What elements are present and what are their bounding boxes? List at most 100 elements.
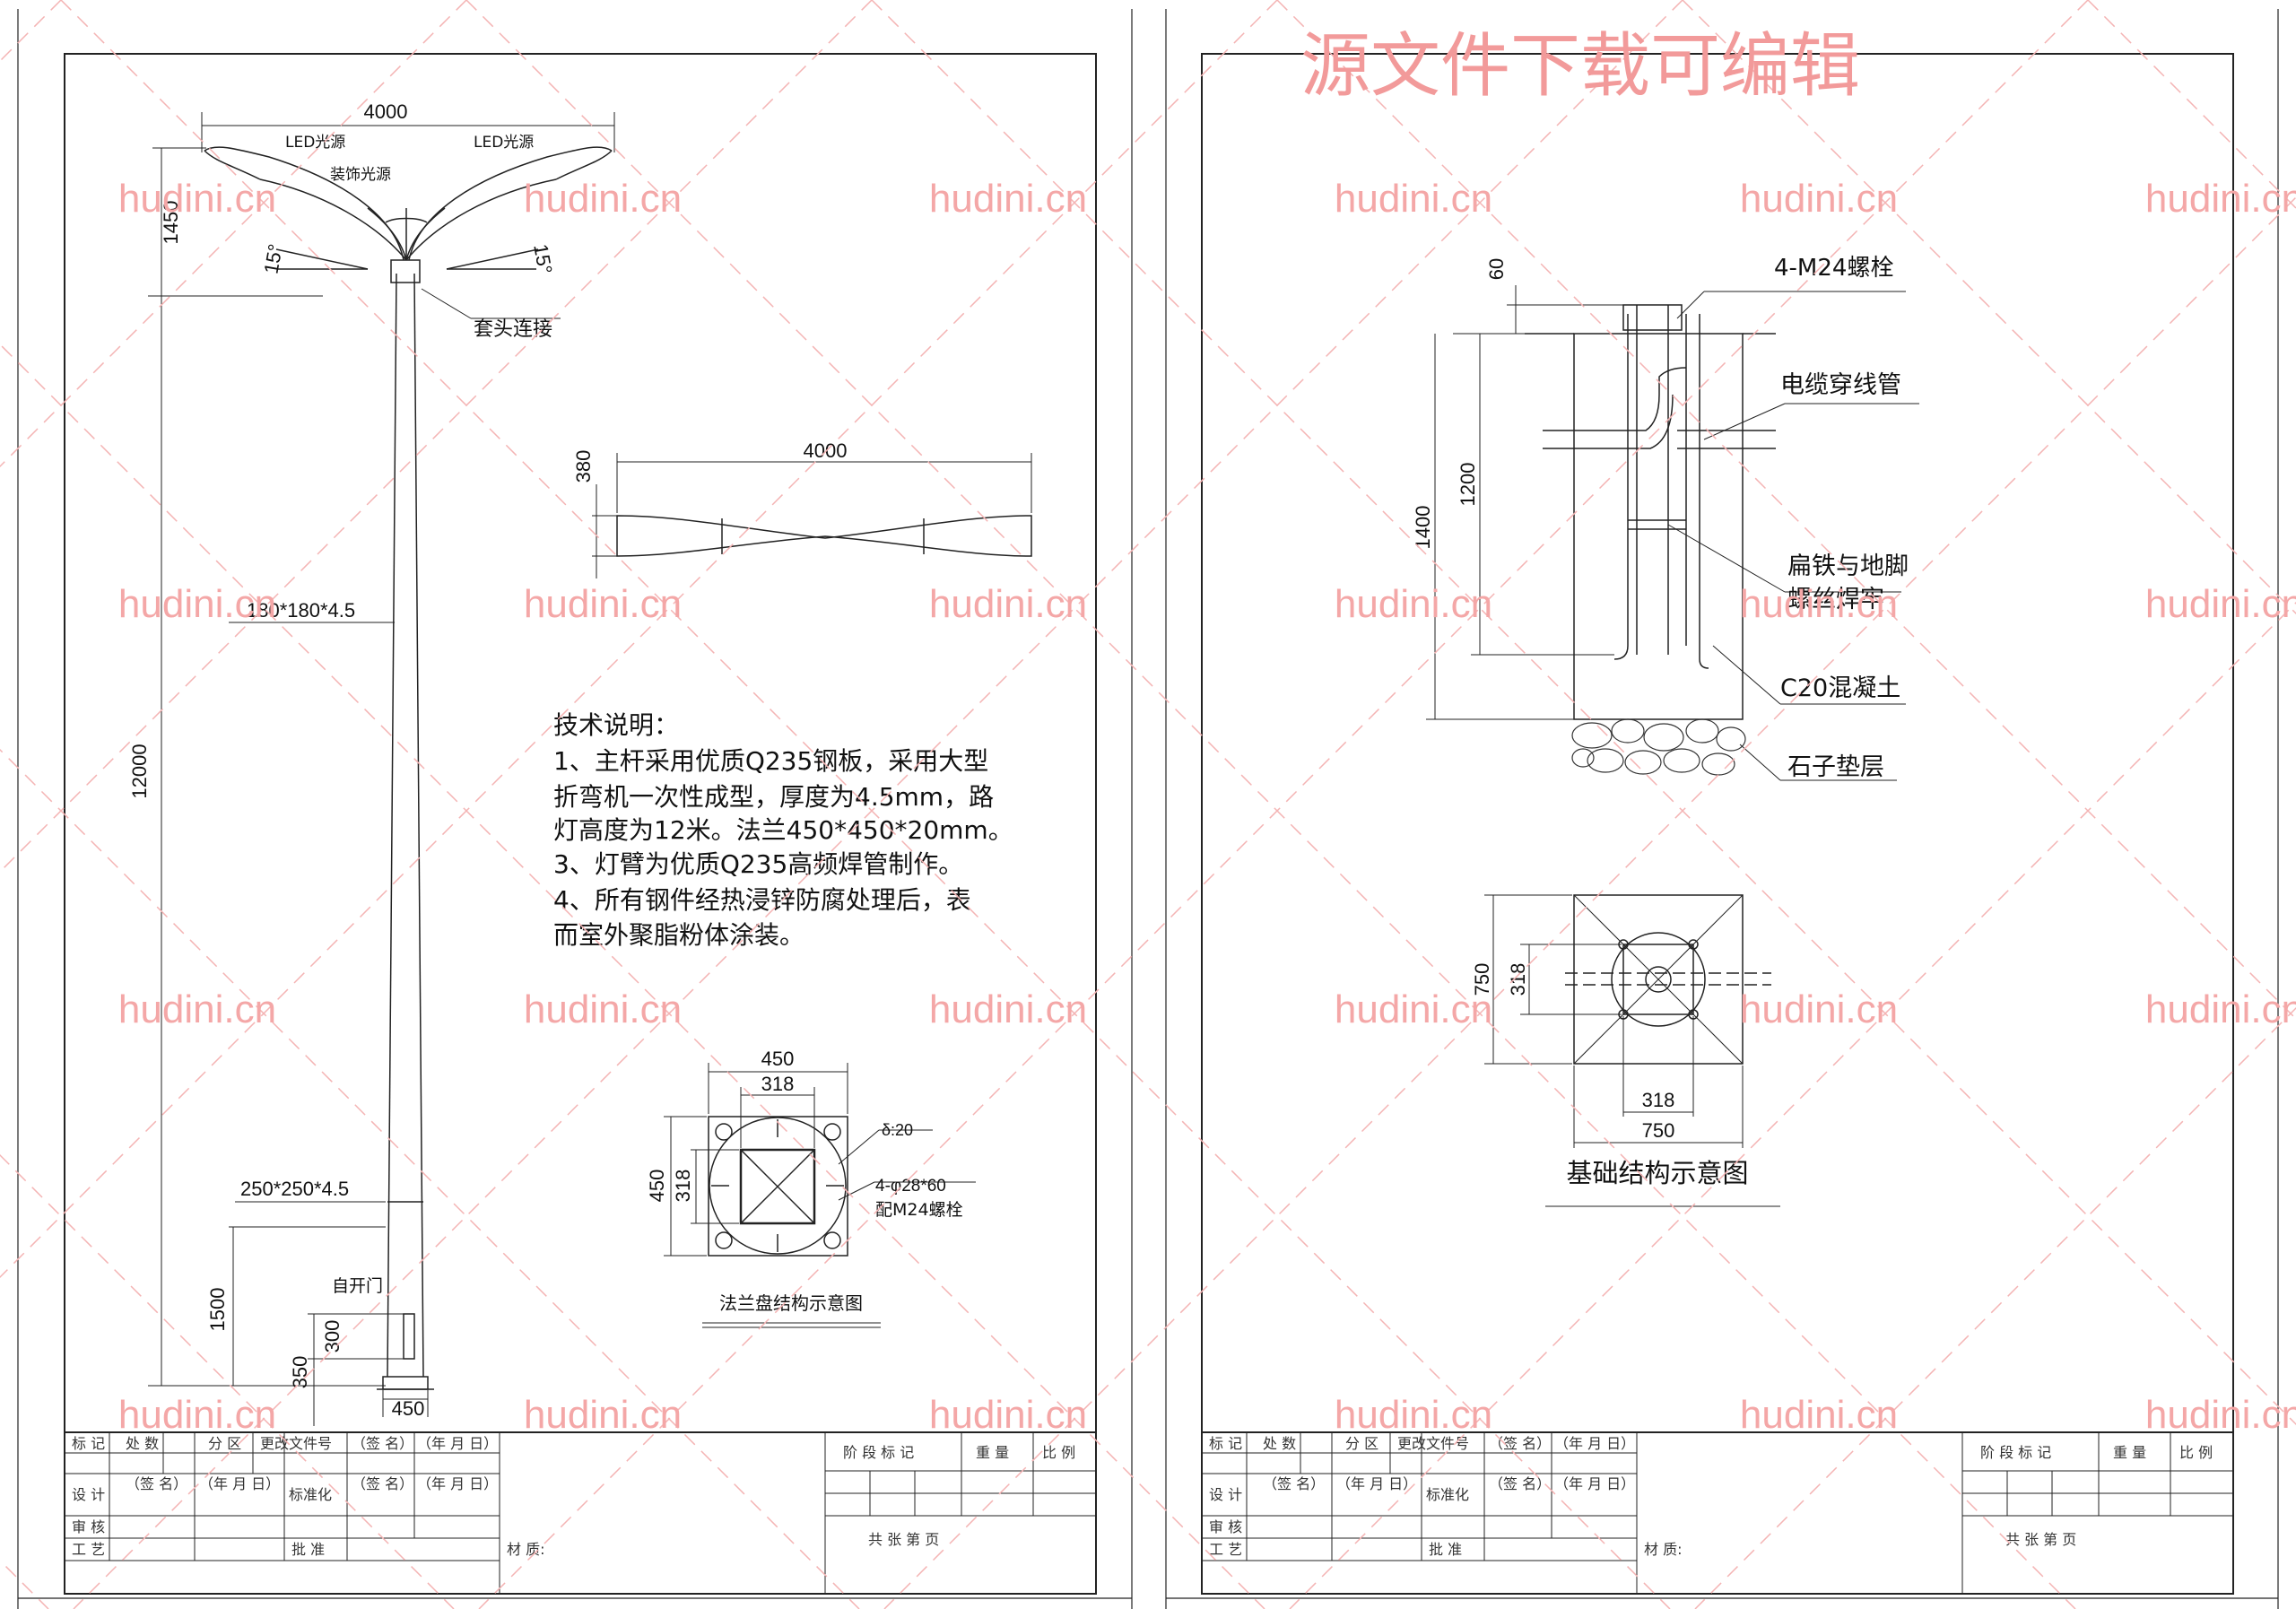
title-block-right [1202, 1432, 2233, 1594]
watermark-text: hudini.cn [2145, 177, 2296, 221]
tb-right-standard: 标准化 [1426, 1486, 1469, 1503]
tb-right-review: 审 核 [1209, 1518, 1242, 1535]
flange-drawing [709, 1117, 848, 1256]
tb-right-design: 设 计 [1209, 1486, 1242, 1503]
flange-caption: 法兰盘结构示意图 [719, 1292, 863, 1314]
deco-light-label: 装饰光源 [330, 166, 391, 184]
sleeve-label: 套头连接 [474, 318, 552, 341]
led-right-label: LED光源 [474, 134, 534, 152]
tb-left-sign-3: （签 名） [352, 1475, 413, 1492]
arm-length-dim: 4000 [804, 439, 848, 462]
watermark-text: hudini.cn [1335, 987, 1492, 1031]
tb-right-date-3: （年 月 日） [1554, 1475, 1635, 1492]
flange-side-inner-dim: 318 [672, 1170, 694, 1203]
tb-right-scale: 比 例 [2179, 1444, 2213, 1461]
tb-left-zone: 分 区 [208, 1435, 241, 1452]
tb-left-approve: 批 准 [291, 1541, 325, 1558]
tb-left-date: （年 月 日） [417, 1435, 498, 1452]
notes-line-4: 3、灯臂为优质Q235高频焊管制作。 [553, 849, 963, 879]
watermark-text: hudini.cn [118, 987, 276, 1031]
watermark-banner: 源文件下载可编辑 [1300, 26, 1860, 107]
pole-height-dim: 12000 [128, 744, 151, 798]
tb-right-count: 处 数 [1263, 1435, 1296, 1452]
title-block-left [65, 1432, 1096, 1594]
tb-left-material: 材 质: [507, 1541, 544, 1558]
notes-line-2: 折弯机一次性成型，厚度为4.5mm，路 [553, 782, 994, 812]
tb-left-change-doc: 更改文件号 [260, 1435, 332, 1452]
tb-left-design: 设 计 [72, 1486, 105, 1503]
plan-caption: 基础结构示意图 [1566, 1158, 1748, 1188]
watermark-text: hudini.cn [1740, 582, 1898, 626]
watermark-text: hudini.cn [524, 582, 682, 626]
watermark-text: hudini.cn [1740, 177, 1898, 221]
arm-height-dim: 380 [572, 450, 595, 483]
tb-left-mark: 标 记 [72, 1435, 105, 1452]
tb-left-count: 处 数 [126, 1435, 159, 1452]
watermark-texts: hudini.cn hudini.cn hudini.cn hudini.cn hudi… [118, 177, 2296, 1437]
tb-right-stage: 阶 段 标 记 [1980, 1444, 2051, 1461]
tb-left-weight: 重 量 [976, 1444, 1009, 1461]
tb-right-date-2: （年 月 日） [1336, 1475, 1417, 1492]
tb-left-scale: 比 例 [1042, 1444, 1075, 1461]
gravel-label: 石子垫层 [1787, 753, 1884, 781]
tb-right-sign-3: （签 名） [1489, 1475, 1551, 1492]
tb-left-date-2: （年 月 日） [199, 1475, 280, 1492]
notes-line-3: 灯高度为12米。法兰450*450*20mm。 [553, 815, 1013, 845]
watermark-text: hudini.cn [929, 987, 1087, 1031]
watermark-text: hudini.cn [524, 1393, 682, 1437]
pole-top-section: 180*180*4.5 [247, 599, 355, 622]
cable-pipe-label: 电缆穿线管 [1780, 371, 1901, 399]
concrete-label: C20混凝土 [1780, 674, 1900, 702]
watermark-text: hudini.cn [1335, 582, 1492, 626]
lamp-elevation [204, 147, 612, 1389]
tb-right-approve: 批 准 [1429, 1541, 1462, 1558]
watermark-text: hudini.cn [524, 987, 682, 1031]
tb-left-standard: 标准化 [289, 1486, 332, 1503]
watermark-text: hudini.cn [929, 177, 1087, 221]
arm-span-dim: 4000 [364, 100, 408, 123]
foundation-section [1525, 305, 1776, 719]
watermark-text: hudini.cn [1740, 987, 1898, 1031]
tb-right-weight: 重 量 [2113, 1444, 2146, 1461]
watermark-text: hudini.cn [524, 177, 682, 221]
flat-iron-label-2: 螺丝焊牢 [1787, 586, 1884, 613]
flange-holes-label: 4-φ28*60 [875, 1177, 946, 1196]
watermark-text: hudini.cn [118, 582, 276, 626]
tb-right-zone: 分 区 [1345, 1435, 1378, 1452]
notes-line-1: 1、主杆采用优质Q235钢板，采用大型 [553, 746, 988, 776]
tb-right-date: （年 月 日） [1554, 1435, 1635, 1452]
angle-right-label: 15° [529, 242, 556, 275]
notes-line-5: 4、所有钢件经热浸锌防腐处理后，表 [553, 885, 971, 915]
anchor-bolts-label: 4-M24螺栓 [1774, 255, 1893, 282]
watermark-text: hudini.cn [2145, 1393, 2296, 1437]
door-height-dim: 300 [321, 1320, 344, 1353]
watermark-text: hudini.cn [1335, 177, 1492, 221]
angle-left-label: 15° [259, 242, 286, 275]
plan-bottom-inner-dim: 318 [1642, 1089, 1675, 1111]
arm-detail-drawing [617, 516, 1031, 556]
watermark-text: hudini.cn [1335, 1393, 1492, 1437]
tb-left-stage: 阶 段 标 记 [843, 1444, 914, 1461]
tb-right-craft: 工 艺 [1209, 1541, 1242, 1558]
plan-bottom-outer-dim: 750 [1642, 1119, 1675, 1142]
tb-left-craft: 工 艺 [72, 1541, 105, 1558]
tb-right-sheets: 共 张 第 页 [2005, 1531, 2076, 1548]
notes-heading: 技术说明： [553, 710, 679, 740]
tb-left-sign: （签 名） [352, 1435, 413, 1452]
pole-bottom-section: 250*250*4.5 [240, 1178, 349, 1200]
door-offset-dim: 350 [289, 1356, 311, 1389]
flange-thickness-label: δ:20 [882, 1121, 913, 1139]
watermark-text: hudini.cn [118, 1393, 276, 1437]
plan-dims [1484, 895, 1780, 1206]
plan-side-outer-dim: 750 [1471, 963, 1493, 996]
top-height-dim: 1450 [160, 201, 182, 245]
tb-right-material: 材 质: [1644, 1541, 1682, 1558]
plan-side-inner-dim: 318 [1507, 963, 1529, 996]
right-sheet-frame [1166, 9, 2278, 1609]
watermark-text: hudini.cn [929, 1393, 1087, 1437]
tb-right-sign: （签 名） [1489, 1435, 1551, 1452]
tb-right-sign-2: （签 名） [1263, 1475, 1325, 1492]
watermark-text: hudini.cn [1740, 1393, 1898, 1437]
flange-outer-dim: 450 [761, 1048, 795, 1070]
